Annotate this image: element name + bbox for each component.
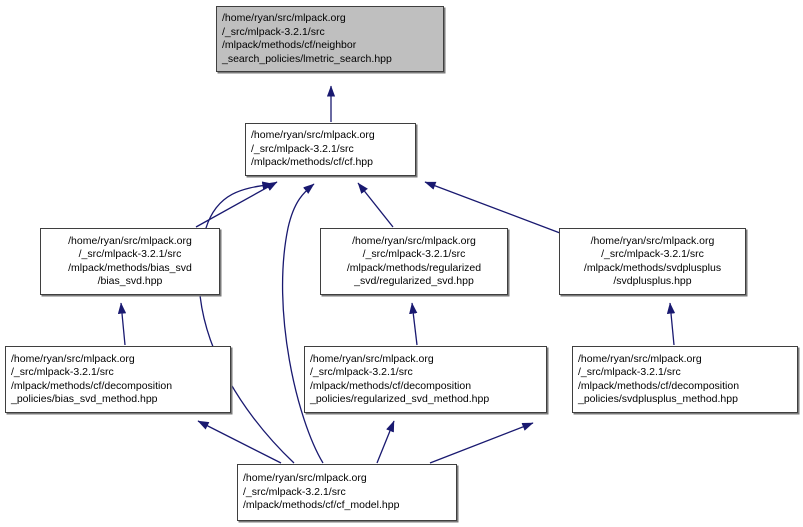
node-regularized_svd_method[interactable]: /home/ryan/src/mlpack.org/_src/mlpack-3.… bbox=[304, 346, 547, 413]
edge-cf_model-to-regularized_svd_method bbox=[376, 420, 395, 464]
node-svdplusplus_method-line-2: /mlpack/methods/cf/decomposition bbox=[578, 379, 740, 392]
node-bias_svd-line-0: /home/ryan/src/mlpack.org bbox=[68, 234, 192, 247]
node-regularized_svd_method-line-0: /home/ryan/src/mlpack.org bbox=[310, 352, 434, 365]
node-cf-line-2: /mlpack/methods/cf/cf.hpp bbox=[251, 156, 373, 169]
edge-cf_model-to-bias_svd_method bbox=[197, 420, 282, 464]
node-svdplusplus_method-line-3: _policies/svdplusplus_method.hpp bbox=[578, 393, 738, 405]
edge-bias_svd_method-to-bias_svd bbox=[117, 302, 127, 346]
edge-cf_model-to-svdplusplus_method bbox=[429, 422, 534, 464]
node-lmetric_search-line-2: /mlpack/methods/cf/neighbor bbox=[222, 39, 357, 51]
node-cf-line-1: /_src/mlpack-3.2.1/src bbox=[251, 142, 354, 155]
node-svdplusplus-line-3: /svdplusplus.hpp bbox=[613, 275, 692, 287]
node-lmetric_search-line-0: /home/ryan/src/mlpack.org bbox=[222, 12, 346, 24]
node-cf-line-0: /home/ryan/src/mlpack.org bbox=[251, 129, 375, 142]
node-svdplusplus[interactable]: /home/ryan/src/mlpack.org/_src/mlpack-3.… bbox=[559, 228, 746, 295]
node-bias_svd_method-line-0: /home/ryan/src/mlpack.org bbox=[11, 352, 135, 365]
node-lmetric_search[interactable]: /home/ryan/src/mlpack.org/_src/mlpack-3.… bbox=[216, 6, 444, 72]
node-regularized_svd_method-line-2: /mlpack/methods/cf/decomposition bbox=[310, 379, 472, 392]
node-svdplusplus-line-1: /_src/mlpack-3.2.1/src bbox=[601, 248, 704, 260]
node-regularized_svd_method-line-1: /_src/mlpack-3.2.1/src bbox=[310, 366, 413, 378]
node-bias_svd-line-1: /_src/mlpack-3.2.1/src bbox=[78, 248, 182, 260]
node-bias_svd[interactable]: /home/ryan/src/mlpack.org/_src/mlpack-3.… bbox=[40, 228, 220, 295]
node-svdplusplus-line-2: /mlpack/methods/svdplusplus bbox=[583, 261, 722, 274]
node-lmetric_search-line-3: _search_policies/lmetric_search.hpp bbox=[222, 52, 392, 65]
node-regularized_svd[interactable]: /home/ryan/src/mlpack.org/_src/mlpack-3.… bbox=[320, 228, 508, 295]
node-bias_svd_method-line-1: /_src/mlpack-3.2.1/src bbox=[11, 366, 114, 378]
edge-bias_svd-to-cf bbox=[195, 181, 278, 228]
node-cf[interactable]: /home/ryan/src/mlpack.org/_src/mlpack-3.… bbox=[245, 123, 416, 176]
node-regularized_svd-line-2: /mlpack/methods/regularized bbox=[346, 261, 482, 274]
node-regularized_svd-line-3: _svd/regularized_svd.hpp bbox=[354, 275, 474, 287]
node-cf_model-line-0: /home/ryan/src/mlpack.org bbox=[243, 472, 367, 485]
edge-svdplusplus-to-cf bbox=[424, 181, 561, 234]
node-cf_model-line-1: /_src/mlpack-3.2.1/src bbox=[243, 485, 346, 498]
node-regularized_svd_method-line-3: _policies/regularized_svd_method.hpp bbox=[310, 393, 490, 405]
node-lmetric_search-line-1: /_src/mlpack-3.2.1/src bbox=[222, 25, 325, 38]
node-regularized_svd-line-0: /home/ryan/src/mlpack.org bbox=[352, 234, 476, 247]
edge-cf_model-to-cf bbox=[198, 181, 295, 464]
node-svdplusplus_method[interactable]: /home/ryan/src/mlpack.org/_src/mlpack-3.… bbox=[572, 346, 798, 413]
node-svdplusplus_method-line-0: /home/ryan/src/mlpack.org bbox=[578, 352, 702, 365]
node-bias_svd_method-line-3: _policies/bias_svd_method.hpp bbox=[11, 393, 158, 405]
node-bias_svd-line-2: /mlpack/methods/bias_svd bbox=[68, 261, 192, 274]
node-svdplusplus_method-line-1: /_src/mlpack-3.2.1/src bbox=[578, 366, 681, 378]
node-cf_model[interactable]: /home/ryan/src/mlpack.org/_src/mlpack-3.… bbox=[237, 464, 457, 521]
edge-regularized_svd_method-to-regularized_svd bbox=[409, 302, 418, 346]
node-bias_svd_method-line-2: /mlpack/methods/cf/decomposition bbox=[11, 379, 173, 392]
edge-cf_model-to-cf bbox=[281, 183, 324, 464]
node-cf_model-line-2: /mlpack/methods/cf/cf_model.hpp bbox=[243, 499, 400, 512]
edge-regularized_svd-to-cf bbox=[357, 182, 394, 228]
node-bias_svd_method[interactable]: /home/ryan/src/mlpack.org/_src/mlpack-3.… bbox=[5, 346, 231, 413]
node-svdplusplus-line-0: /home/ryan/src/mlpack.org bbox=[590, 234, 715, 247]
node-bias_svd-line-3: /bias_svd.hpp bbox=[97, 275, 163, 287]
edge-svdplusplus_method-to-svdplusplus bbox=[666, 302, 676, 346]
node-regularized_svd-line-1: /_src/mlpack-3.2.1/src bbox=[362, 248, 466, 260]
